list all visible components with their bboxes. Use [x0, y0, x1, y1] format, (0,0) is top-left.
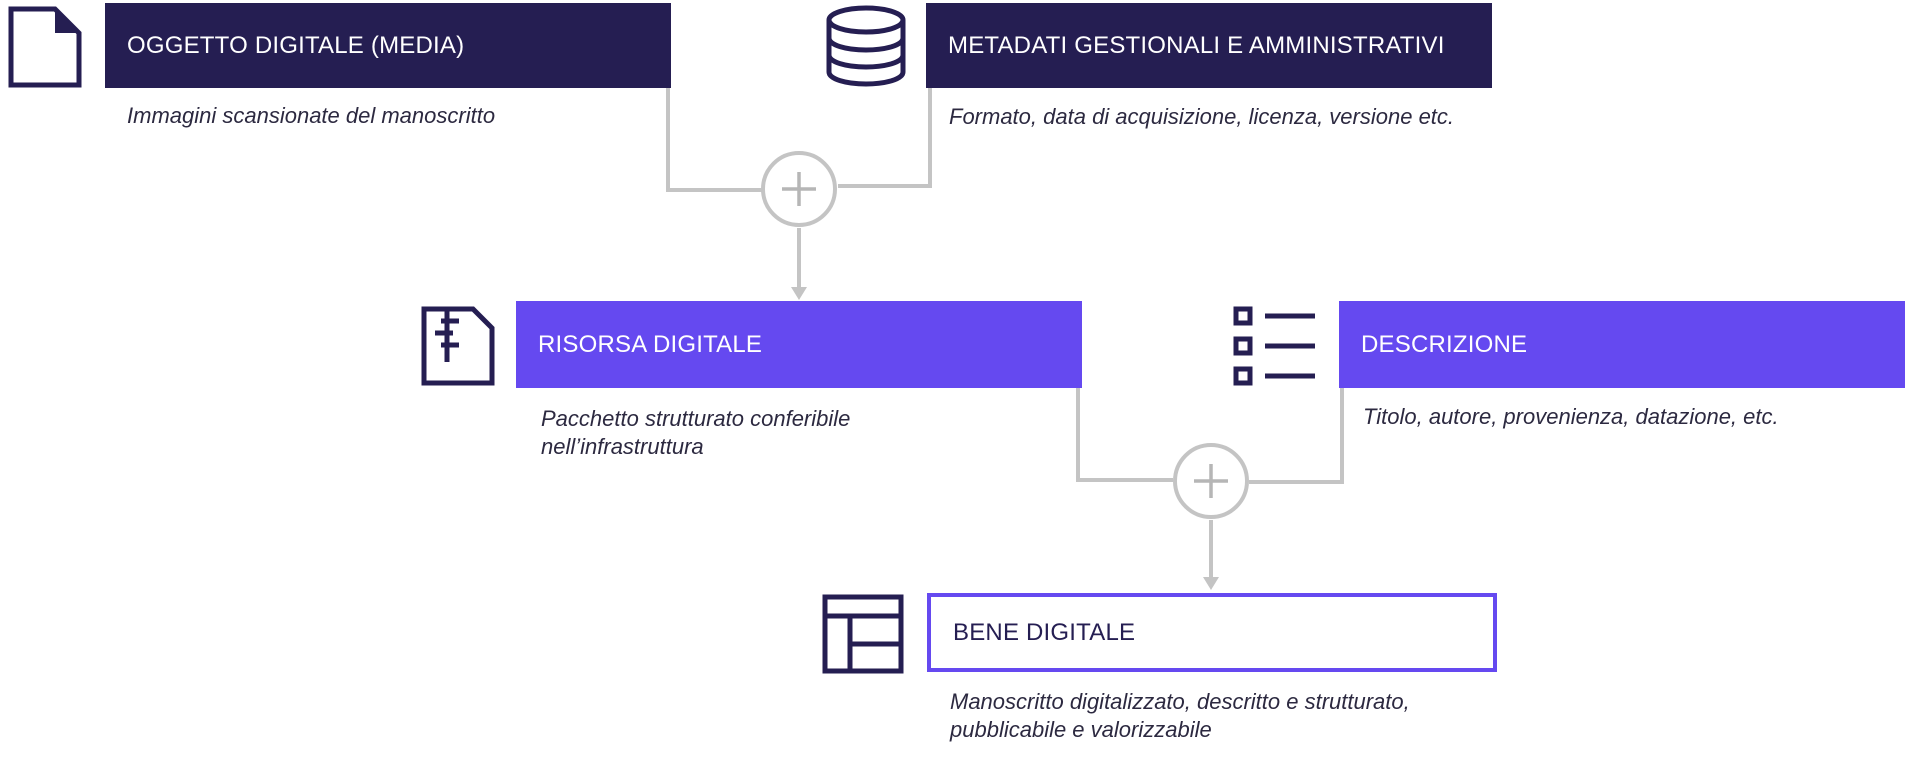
checklist-icon	[1233, 306, 1315, 386]
document-icon	[8, 6, 82, 88]
plus-icon	[761, 151, 837, 227]
bene-digitale-desc-line1: Manoscritto digitalizzato, descritto e s…	[950, 689, 1410, 714]
risorsa-digitale-title: RISORSA DIGITALE	[538, 330, 763, 358]
oggetto-digitale-title: OGGETTO DIGITALE (MEDIA)	[127, 31, 465, 59]
risorsa-digitale-desc-line2: nell’infrastruttura	[541, 434, 704, 459]
descrizione-title: DESCRIZIONE	[1361, 330, 1528, 358]
database-icon	[826, 5, 906, 87]
metadati-desc: Formato, data di acquisizione, licenza, …	[949, 104, 1455, 129]
descrizione-box: DESCRIZIONE	[1339, 301, 1905, 388]
metadati-title: METADATI GESTIONALI E AMMINISTRATIVI	[948, 31, 1445, 59]
oggetto-digitale-box: OGGETTO DIGITALE (MEDIA)	[105, 3, 671, 88]
metadati-box: METADATI GESTIONALI E AMMINISTRATIVI	[926, 3, 1492, 88]
bene-digitale-title: BENE DIGITALE	[953, 618, 1136, 646]
plus-icon	[1173, 443, 1249, 519]
risorsa-digitale-desc: Pacchetto strutturato conferibile nell’i…	[541, 405, 850, 461]
risorsa-digitale-box: RISORSA DIGITALE	[516, 301, 1082, 388]
descrizione-desc: Titolo, autore, provenienza, datazione, …	[1363, 404, 1779, 429]
bene-digitale-desc-line2: pubblicabile e valorizzabile	[950, 717, 1212, 742]
risorsa-digitale-desc-line1: Pacchetto strutturato conferibile	[541, 406, 851, 431]
bene-digitale-box: BENE DIGITALE	[927, 593, 1497, 672]
bene-digitale-desc: Manoscritto digitalizzato, descritto e s…	[950, 688, 1410, 744]
layout-icon	[822, 594, 904, 674]
zip-file-icon	[421, 306, 495, 386]
oggetto-digitale-desc: Immagini scansionate del manoscritto	[127, 103, 496, 128]
